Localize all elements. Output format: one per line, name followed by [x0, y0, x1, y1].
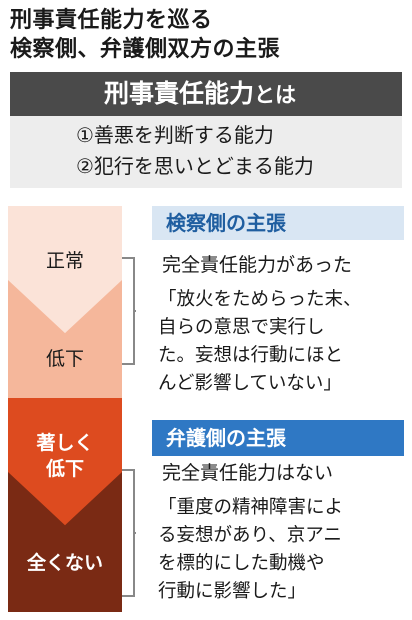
definition-item-2: ②犯行を思いとどまる能力 — [76, 154, 314, 178]
defense-claim: 完全責任能力はない — [162, 462, 334, 484]
defense-quote-line: を標的にした動機や — [158, 553, 325, 574]
definition-heading: 刑事責任能力とは — [10, 72, 402, 116]
defense-bracket — [122, 469, 136, 597]
prosecution-quote: 「放火をためらった末、 自らの意思で実行し た。妄想は行動にほと んど影響してい… — [158, 286, 410, 398]
defense-quote-line: 「重度の精神障害によ — [158, 497, 344, 518]
prosecution-heading: 検察側の主張 — [152, 206, 404, 240]
title-line-1: 刑事責任能力を巡る — [10, 8, 213, 33]
scale-label-normal: 正常 — [45, 250, 84, 272]
prosecution-quote-line: 自らの意思で実行し — [158, 317, 325, 338]
defense-heading: 弁護側の主張 — [152, 420, 404, 456]
defense-quote-line: る妄想があり、京アニ — [158, 525, 342, 546]
page-title: 刑事責任能力を巡る 検察側、弁護側双方の主張 — [10, 6, 406, 64]
scale-label-none: 全くない — [26, 552, 103, 574]
prosecution-quote-line: 「放火をためらった末、 — [158, 289, 362, 310]
definition-item-1: ①善悪を判断する能力 — [76, 123, 274, 147]
definition-box: 刑事責任能力とは ①善悪を判断する能力 ②犯行を思いとどまる能力 — [10, 72, 402, 188]
prosecution-claim: 完全責任能力があった — [162, 254, 353, 276]
prosecution-bracket — [122, 257, 136, 365]
title-line-2: 検察側、弁護側双方の主張 — [10, 37, 281, 62]
definition-heading-suffix: とは — [254, 83, 297, 107]
defense-quote-line: 行動に影響した」 — [158, 581, 307, 602]
scale-label-significantly-line-1: 著しく — [36, 432, 94, 454]
definition-heading-term: 刑事責任能力 — [104, 79, 255, 108]
scale-label-significantly-line-2: 低下 — [45, 458, 84, 480]
prosecution-quote-line: た。妄想は行動にほと — [158, 345, 344, 366]
responsibility-scale: 正常 低下 著しく 低下 全くない — [8, 206, 122, 612]
scale-label-reduced: 低下 — [45, 348, 84, 370]
defense-quote: 「重度の精神障害によ る妄想があり、京アニ を標的にした動機や 行動に影響した」 — [158, 494, 410, 606]
prosecution-quote-line: んど影響していない」 — [158, 373, 342, 394]
